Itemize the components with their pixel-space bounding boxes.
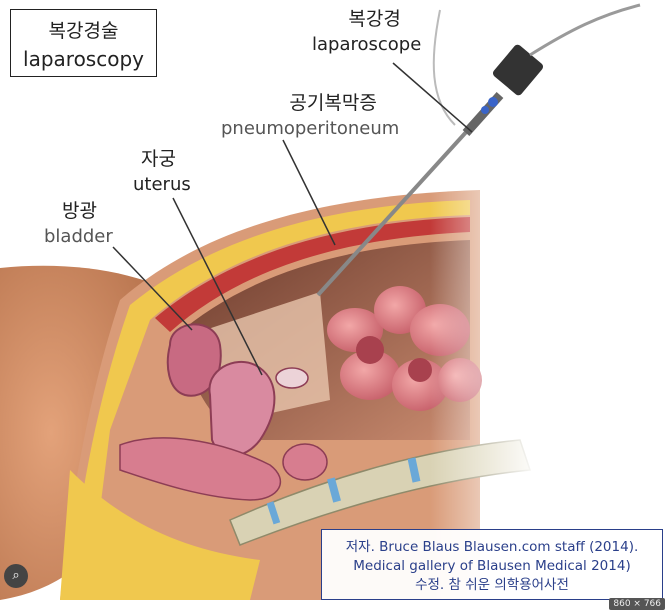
label-uterus: 자궁 uterus bbox=[133, 148, 191, 196]
label-bladder-korean: 방광 bbox=[62, 200, 97, 222]
label-pneumoperitoneum-korean: 공기복막증 bbox=[289, 92, 377, 114]
title-english: laparoscopy bbox=[23, 47, 144, 71]
label-uterus-english: uterus bbox=[133, 174, 191, 195]
laparoscope-instrument bbox=[316, 3, 641, 297]
spinal-discs bbox=[266, 457, 421, 525]
title-box: 복강경술 laparoscopy bbox=[10, 9, 157, 77]
label-pneumoperitoneum-english: pneumoperitoneum bbox=[221, 118, 400, 139]
rectum bbox=[119, 437, 282, 501]
label-uterus-korean: 자궁 bbox=[141, 148, 176, 170]
leader-lines bbox=[112, 62, 473, 376]
label-laparoscope-korean: 복강경 bbox=[348, 8, 401, 30]
image-size-badge: 860 × 766 bbox=[609, 598, 665, 610]
colon-section bbox=[282, 443, 328, 481]
credit-line-3: 수정. 참 쉬운 의학용어사전 bbox=[415, 577, 569, 593]
lower-fat bbox=[60, 470, 260, 600]
ovary bbox=[275, 367, 309, 389]
lens-search-icon[interactable]: ⌕ bbox=[4, 564, 28, 588]
label-laparoscope-english: laparoscope bbox=[312, 34, 422, 55]
label-pneumoperitoneum: 공기복막증 pneumoperitoneum bbox=[221, 92, 399, 140]
fat-layer bbox=[70, 200, 470, 590]
label-bladder-english: bladder bbox=[44, 226, 113, 247]
credit-box: 저자. Bruce Blaus Blausen.com staff (2014)… bbox=[321, 529, 663, 600]
label-bladder: 방광 bladder bbox=[44, 200, 113, 248]
credit-line-1: 저자. Bruce Blaus Blausen.com staff (2014)… bbox=[345, 539, 639, 555]
title-korean: 복강경술 bbox=[48, 20, 119, 42]
label-laparoscope: 복강경 laparoscope bbox=[312, 8, 421, 56]
credit-line-2: Medical gallery of Blausen Medical 2014) bbox=[353, 558, 631, 574]
